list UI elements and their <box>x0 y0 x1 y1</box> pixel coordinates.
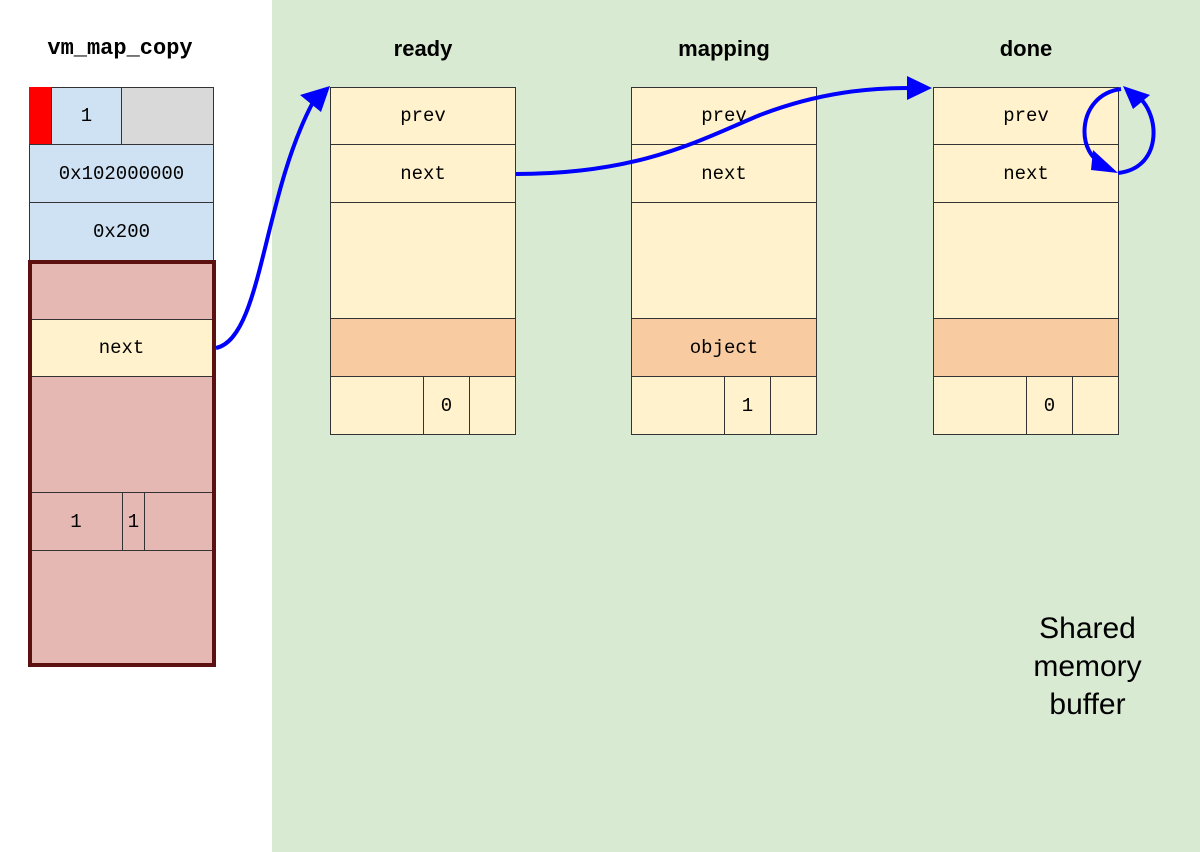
entry-ready-flag-b: 0 <box>423 376 470 435</box>
entry-ready-flag-c <box>469 376 516 435</box>
arrow-ready-next-to-done <box>515 86 911 176</box>
entry-done-flag-c <box>1072 376 1119 435</box>
entry-mapping-flag-a <box>631 376 725 435</box>
entry-done-flag-a <box>933 376 1027 435</box>
entry-ready-body <box>330 202 516 319</box>
entry-done-body <box>933 202 1119 319</box>
entry-mapping-object: object <box>631 318 817 377</box>
entry-ready-object <box>330 318 516 377</box>
entry-mapping-body <box>631 202 817 319</box>
copy-tail-cell <box>29 550 214 666</box>
copy-header-cell <box>29 261 214 320</box>
copy-flag-cell-3 <box>144 492 214 551</box>
entry-ready-title: ready <box>393 36 453 61</box>
entry-done-title: done <box>999 36 1053 61</box>
arrowhead-done-next <box>1091 150 1118 173</box>
entry-mapping-title: mapping <box>678 36 770 61</box>
arrow-copy-next-to-ready <box>215 103 314 350</box>
entry-mapping-flag-c <box>770 376 817 435</box>
vm-map-copy-title: vm_map_copy <box>47 36 193 61</box>
copy-size-cell: 0x200 <box>29 202 214 261</box>
arrow-done-self-loop-next <box>1082 87 1122 167</box>
red-marker <box>29 87 52 145</box>
arrowhead-done <box>907 76 932 100</box>
copy-padding-cell <box>121 87 214 145</box>
copy-next-cell: next <box>29 319 214 377</box>
copy-body-cell <box>29 376 214 493</box>
arrowhead-done-prev <box>1123 86 1150 109</box>
entry-ready-next: next <box>330 144 516 203</box>
entry-done-object <box>933 318 1119 377</box>
entry-ready-flag-a <box>330 376 424 435</box>
entry-done-next: next <box>933 144 1119 203</box>
copy-offset-cell: 0x102000000 <box>29 144 214 203</box>
entry-mapping-prev: prev <box>631 87 817 145</box>
arrowhead-ready <box>300 86 330 112</box>
